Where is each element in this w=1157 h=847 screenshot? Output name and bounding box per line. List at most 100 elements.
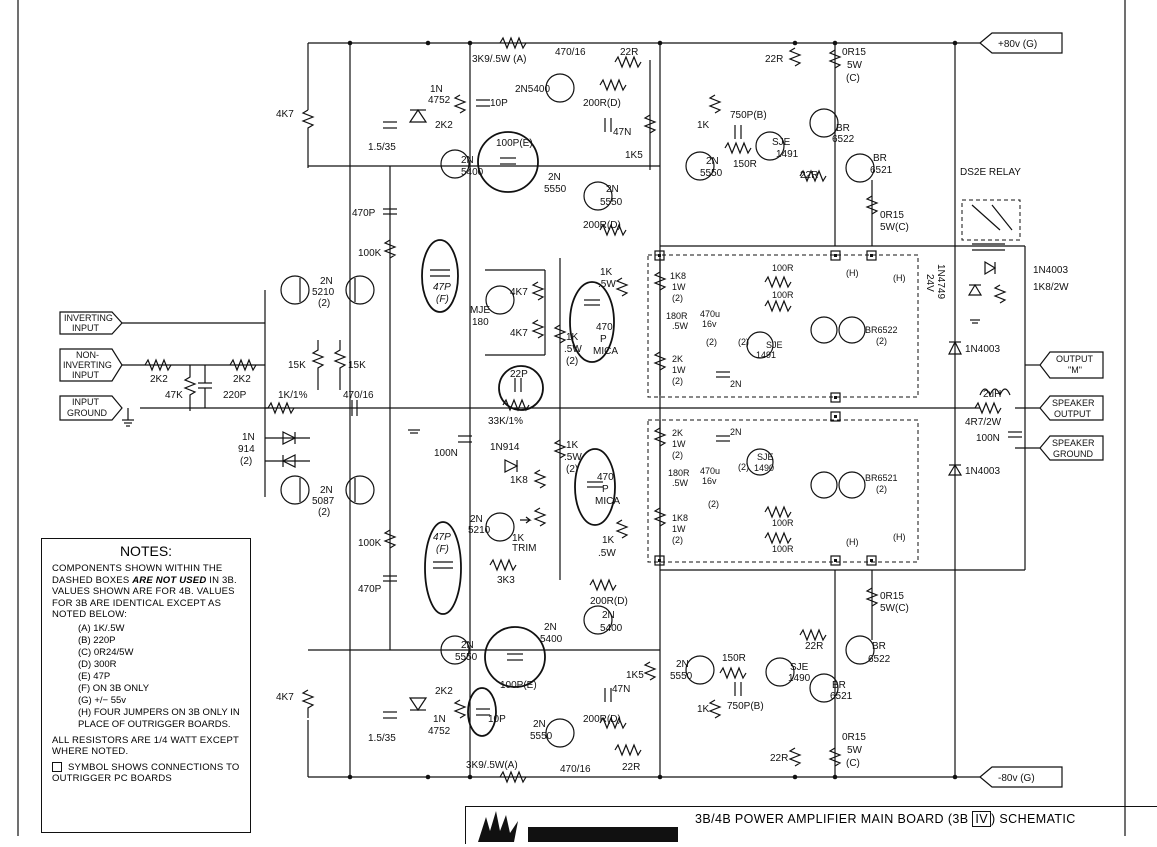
- d-1n4003-b: 1N4003: [965, 466, 1000, 477]
- obt-2k-3: (2): [672, 376, 683, 386]
- c-15-35-bot: 1.5/35: [368, 733, 396, 744]
- mica2-1: 470: [597, 472, 614, 483]
- mica1-3: MICA: [593, 346, 618, 357]
- obt-2b: (2): [738, 337, 749, 347]
- br6521t-2: 6521: [870, 165, 893, 176]
- noninv-label-1: NON-: [76, 350, 99, 360]
- c-220p: 220P: [223, 390, 247, 401]
- r0r15mb-1: 0R15: [880, 591, 904, 602]
- h-tag-2: (H): [893, 273, 906, 283]
- z-bot-2: 4752: [428, 726, 451, 737]
- q5400c-1: 2N: [602, 610, 615, 621]
- br6521b-2: 6521: [830, 691, 853, 702]
- r-22r-top2: 22R: [765, 54, 783, 65]
- d914-l2: 914: [238, 444, 255, 455]
- spkgnd-1: SPEAKER: [1052, 438, 1095, 448]
- logo: [468, 809, 692, 842]
- r0r15b-2: 5W: [847, 745, 863, 756]
- obb-470u-2: 16v: [702, 476, 717, 486]
- br6521b-1: BR: [832, 680, 846, 691]
- notes-symbol: SYMBOL SHOWS CONNECTIONS TO OUTRIGGER PC…: [42, 758, 250, 785]
- notes-symbol-text: SYMBOL SHOWS CONNECTIONS TO OUTRIGGER PC…: [52, 761, 240, 785]
- obt-1k8-3: (2): [672, 293, 683, 303]
- obt-1k8-2: 1W: [672, 282, 686, 292]
- r1k5w2-2: .5W: [564, 452, 582, 463]
- z-top-1: 1N: [430, 84, 443, 95]
- c-100n-mid: 100N: [434, 448, 458, 459]
- c47pf-bot-2: (F): [436, 544, 449, 555]
- br6522t-1: BR: [836, 123, 850, 134]
- title-roman: IV: [972, 811, 991, 827]
- obt-br-2: (2): [876, 336, 887, 346]
- trim-2: TRIM: [512, 543, 536, 554]
- q5550b-2: 5550: [544, 184, 567, 195]
- c-100p-e-bot: 100P(E): [500, 680, 537, 691]
- c-750p-bot: 750P(B): [727, 701, 764, 712]
- q5210-l3: (2): [318, 298, 330, 309]
- zener-1n4749: 1N4749: [935, 264, 946, 299]
- obb-100r-1: 100R: [772, 518, 794, 528]
- obt-br-1: BR6522: [865, 325, 898, 335]
- z-bot-1: 1N: [433, 714, 446, 725]
- q5550f-2: 5550: [670, 671, 693, 682]
- obb-sje-2: 1490: [754, 463, 774, 473]
- r-15k-2: 15K: [348, 360, 366, 371]
- notes-intro: COMPONENTS SHOWN WITHIN THE DASHED BOXES…: [42, 559, 250, 621]
- obb-br-1: BR6521: [865, 473, 898, 483]
- sje1490b-1: SJE: [790, 662, 809, 673]
- r-4k7-bot: 4K7: [276, 692, 294, 703]
- q5210b-1: 2N: [470, 514, 483, 525]
- obb-1k8-2: 1W: [672, 524, 686, 534]
- mica2-3: MICA: [595, 496, 620, 507]
- l-2uh: 2uH: [983, 389, 1001, 400]
- note-item: (E) 47P: [78, 670, 111, 682]
- c-470-16-bot: 470/16: [560, 764, 591, 775]
- neg-supply-label: -80v (G): [998, 773, 1035, 784]
- output-m-connector: OUTPUT "M": [1025, 351, 1104, 379]
- sje1491t-2: 1491: [776, 149, 799, 160]
- r-200r-d3: 200R(D): [590, 596, 628, 607]
- zener-24v: 24V: [924, 274, 935, 292]
- c-10p-bot: 10P: [488, 714, 506, 725]
- c-470-16-in: 470/16: [343, 390, 374, 401]
- r-1k-bot: 1K: [697, 704, 710, 715]
- obt-180r-2: .5W: [672, 321, 689, 331]
- r1k5w1-3: (2): [566, 356, 578, 367]
- r-200r-d4: 200R(D): [583, 714, 621, 725]
- r-4k7-top: 4K7: [276, 109, 294, 120]
- c-47n-bot: 47N: [612, 684, 630, 695]
- notes-intro-emph: ARE NOT USED: [132, 574, 207, 586]
- speaker-ground-connector: SPEAKER GROUND: [1015, 435, 1104, 461]
- obb-sje-1: SJE: [757, 452, 774, 462]
- q5550a-2: 5550: [455, 652, 478, 663]
- obb-2n: 2N: [730, 427, 742, 437]
- note-item: (A) 1K/.5W: [78, 622, 125, 634]
- r-1k5-bot: 1K5: [626, 670, 644, 681]
- spkout-2: OUTPUT: [1054, 409, 1092, 419]
- obt-2k-2: 1W: [672, 365, 686, 375]
- q5400a-2: 5400: [461, 167, 484, 178]
- inverting-label-1: INVERTING: [64, 313, 113, 323]
- note-item: (D) 300R: [78, 658, 117, 670]
- c-470p-top: 470P: [352, 208, 376, 219]
- r1k5w2-1: 1K: [566, 440, 579, 451]
- relay-diode: 1N4003: [1033, 265, 1068, 276]
- q5550e-2: 5550: [700, 168, 723, 179]
- outm-2: "M": [1068, 365, 1082, 375]
- ds2e-relay: DS2E RELAY 1N4003 1K8/2W: [960, 167, 1069, 324]
- q5550f-1: 2N: [676, 659, 689, 670]
- r-4k7-mje1: 4K7: [510, 287, 528, 298]
- obt-2k-1: 2K: [672, 354, 683, 364]
- d-1n914: 1N914: [490, 442, 520, 453]
- r-2k2-bot: 2K2: [435, 686, 453, 697]
- mica1-1: 470: [596, 322, 613, 333]
- c-15-35-top: 1.5/35: [368, 142, 396, 153]
- title-suffix: ) SCHEMATIC: [991, 812, 1076, 826]
- r0r15b-3: (C): [846, 758, 860, 769]
- q-2n5087-pair: 2N 5087 (2): [280, 475, 375, 518]
- title-block: 3B/4B POWER AMPLIFIER MAIN BOARD (3B IV)…: [465, 806, 1157, 844]
- r-33k: 33K/1%: [488, 416, 523, 427]
- r-2k2-in1: 2K2: [150, 374, 168, 385]
- obt-1k8-1: 1K8: [670, 271, 686, 281]
- r-22r-bot3: 22R: [770, 753, 788, 764]
